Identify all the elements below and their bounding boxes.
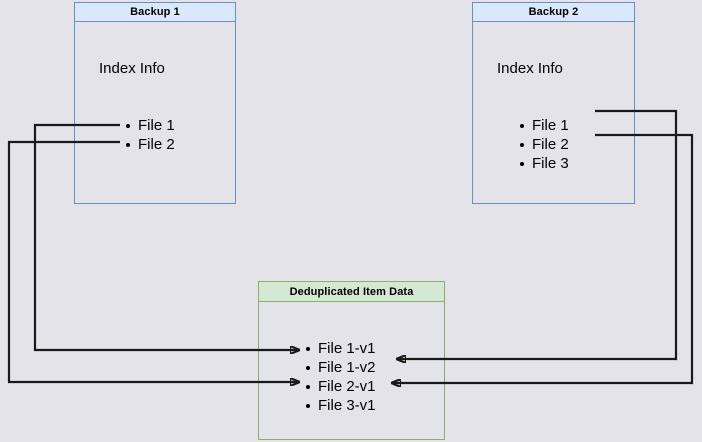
backup2-header[interactable]: Backup 2 <box>472 2 635 22</box>
backup2-file-item[interactable]: File 2 <box>518 135 569 154</box>
backup1-box[interactable] <box>74 2 236 204</box>
backup1-header[interactable]: Backup 1 <box>74 2 236 22</box>
dedup-item[interactable]: File 2-v1 <box>304 377 376 396</box>
dedup-title: Deduplicated Item Data <box>289 285 414 298</box>
backup1-file-item[interactable]: File 1 <box>124 116 175 135</box>
dedup-item-list: File 1-v1 File 1-v2 File 2-v1 File 3-v1 <box>304 339 376 415</box>
dedup-item[interactable]: File 1-v1 <box>304 339 376 358</box>
backup1-file-item[interactable]: File 2 <box>124 135 175 154</box>
backup1-file-list: File 1 File 2 <box>124 116 175 154</box>
backup2-box[interactable] <box>472 2 635 204</box>
dedup-header[interactable]: Deduplicated Item Data <box>258 281 445 302</box>
backup2-title: Backup 2 <box>528 6 579 18</box>
backup1-index-label: Index Info <box>99 60 165 77</box>
backup1-title: Backup 1 <box>130 6 180 18</box>
dedup-item[interactable]: File 1-v2 <box>304 358 376 377</box>
backup2-file-item[interactable]: File 1 <box>518 116 569 135</box>
backup2-index-label: Index Info <box>497 60 563 77</box>
backup2-file-item[interactable]: File 3 <box>518 154 569 173</box>
backup2-file-list: File 1 File 2 File 3 <box>518 116 569 173</box>
dedup-item[interactable]: File 3-v1 <box>304 396 376 415</box>
